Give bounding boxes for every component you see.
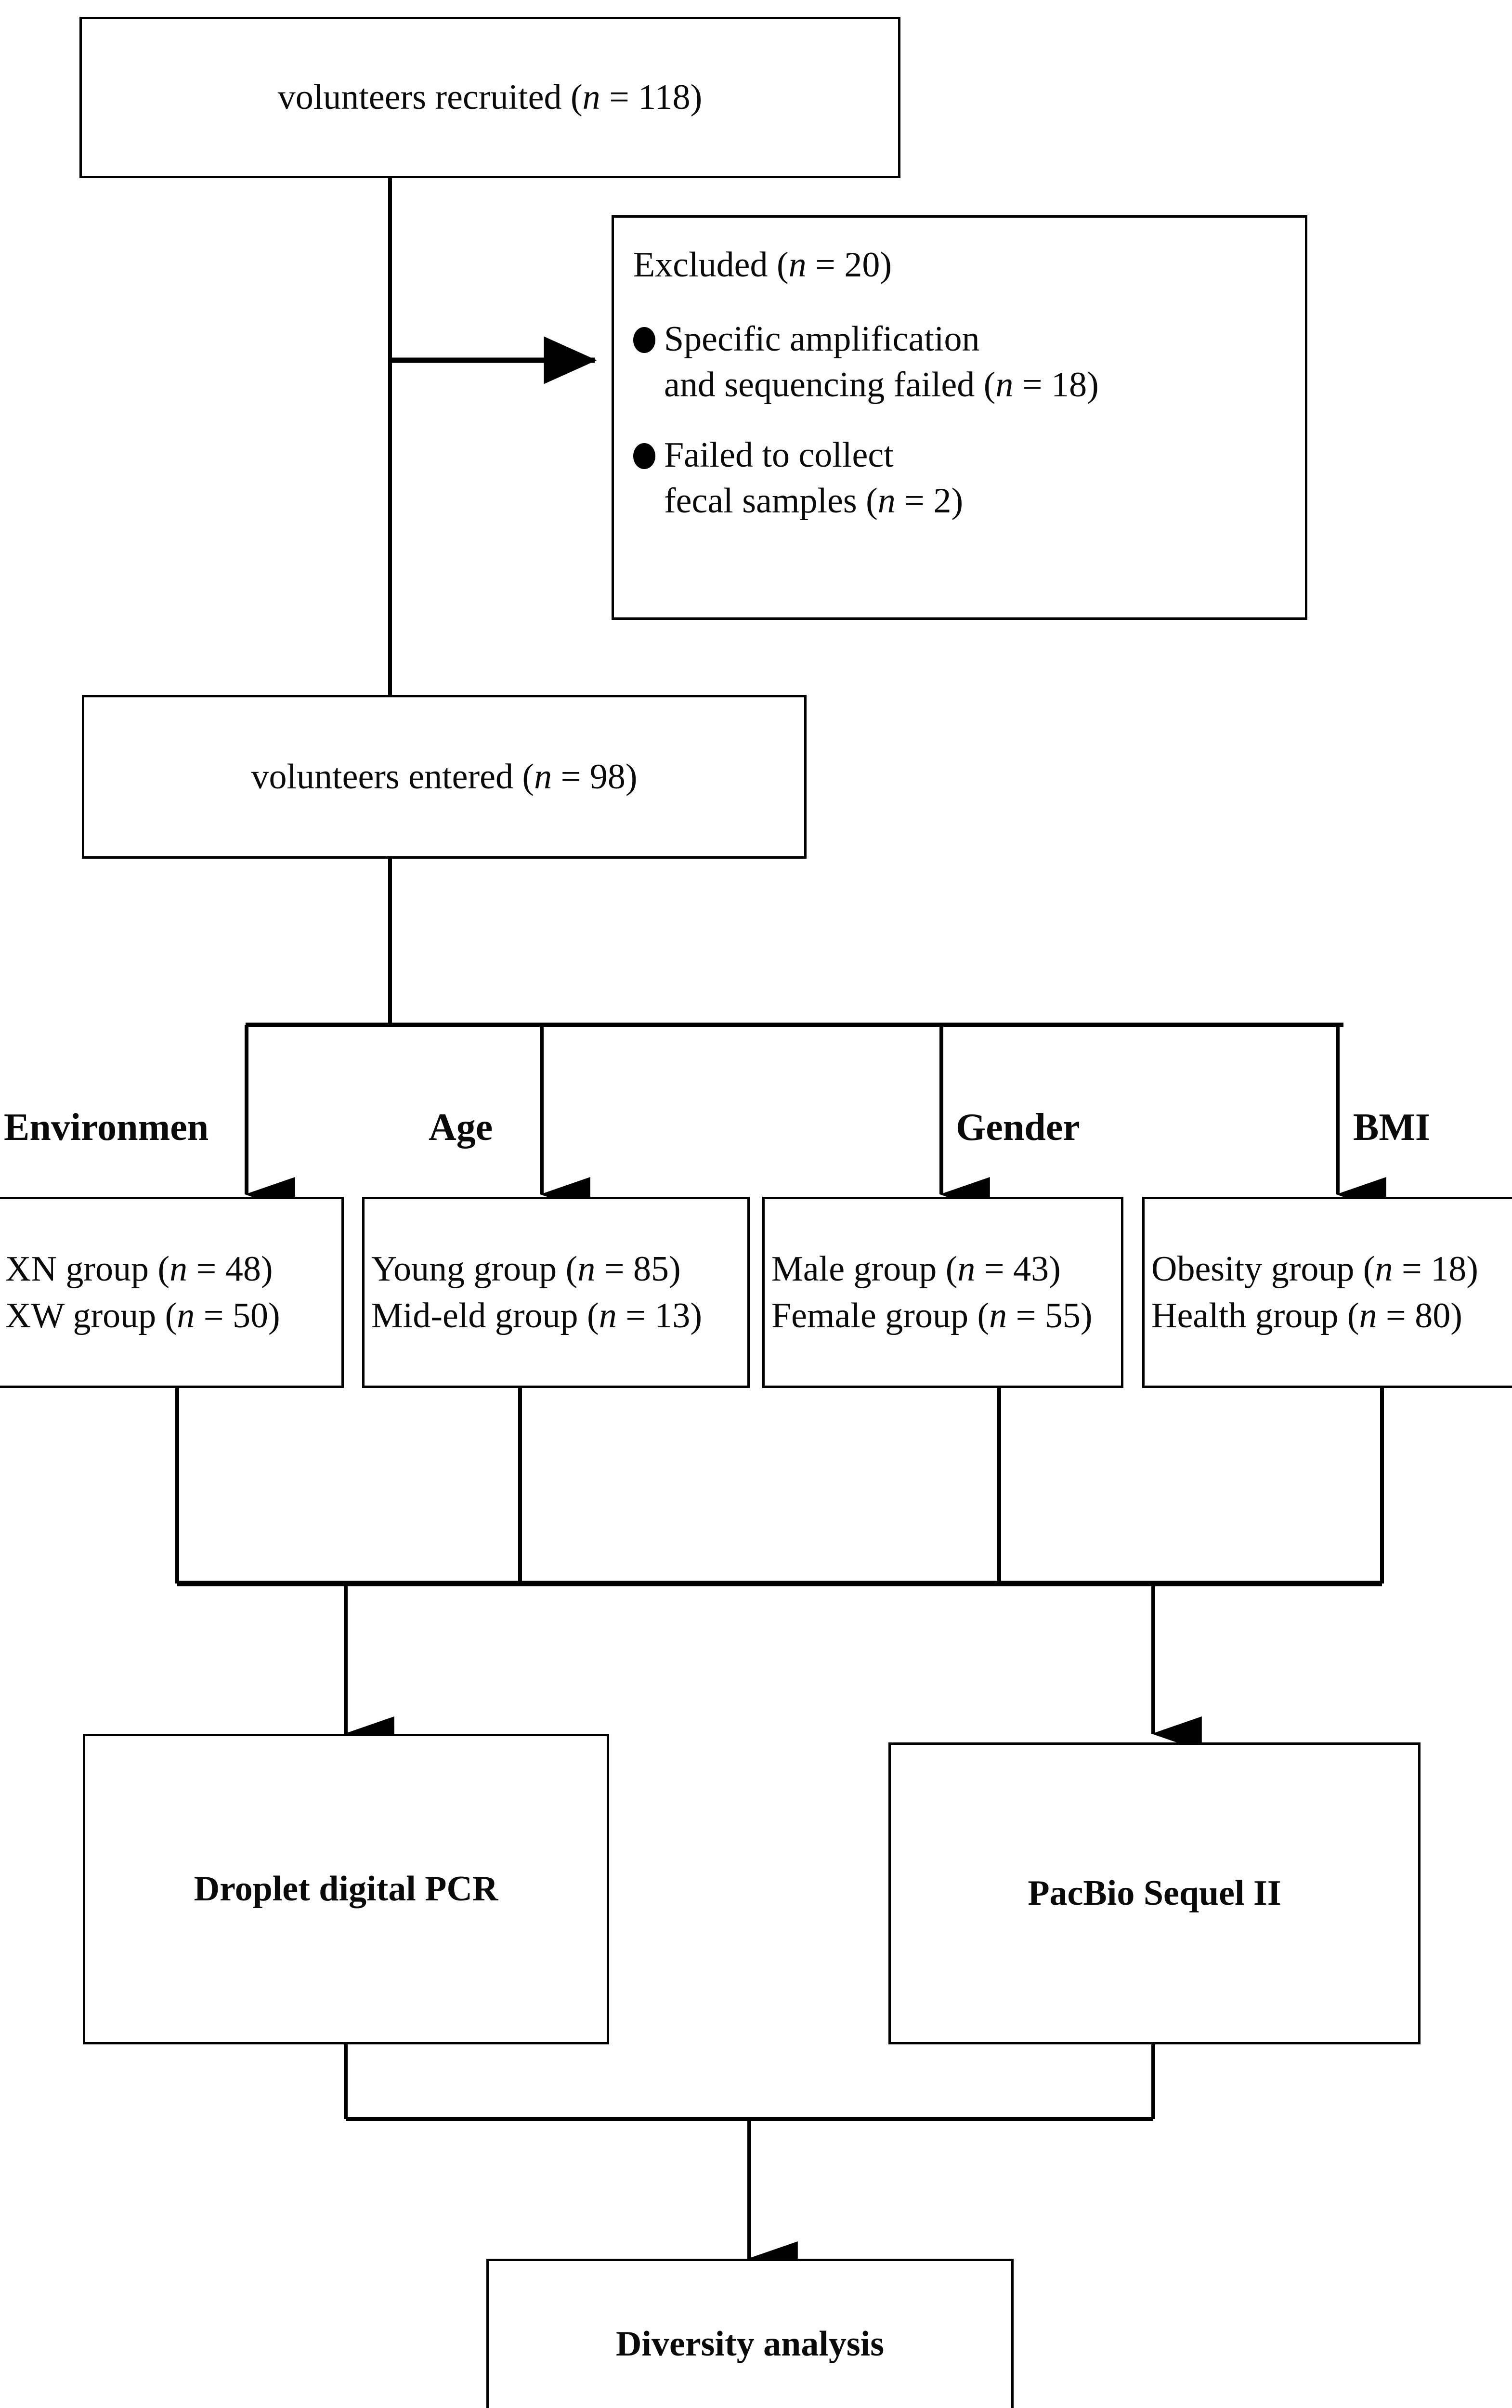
group-n-var: n [177,1296,195,1335]
bullet-1-n-value: = 18) [1013,365,1099,405]
entered-n-var: n [534,757,552,797]
group-n-var: n [577,1249,596,1289]
bullet-1-line-2-prefix: and sequencing failed ( [664,365,996,405]
group-name: Mid-eld group ( [371,1296,599,1335]
group-n-value: = 48) [187,1249,273,1289]
group-name: Obesity group ( [1151,1249,1375,1289]
group-n-value: = 13) [616,1296,703,1335]
group-row: Young group (n = 85) [371,1246,741,1292]
excluded-title-prefix: Excluded ( [633,245,789,285]
excluded-title-var: n [788,245,807,285]
excluded-title-suffix: = 20) [806,245,892,285]
node-excluded[interactable]: Excluded (n = 20) Specific amplification… [612,215,1307,620]
node-pacbio-sequel-ii[interactable]: PacBio Sequel II [888,1742,1421,2044]
group-row: Obesity group (n = 18) [1151,1246,1507,1292]
excluded-bullet-text: Specific amplification and sequencing fai… [664,316,1099,407]
node-droplet-digital-pcr[interactable]: Droplet digital PCR [83,1734,609,2044]
group-row: Health group (n = 80) [1151,1293,1507,1339]
node-diversity-analysis[interactable]: Diversity analysis [486,2259,1014,2408]
droplet-pcr-label: Droplet digital PCR [194,1869,498,1909]
bullet-2-line-2-prefix: fecal samples ( [664,481,878,521]
bullet-1-n-var: n [995,365,1014,405]
node-age-groups[interactable]: Young group (n = 85) Mid-eld group (n = … [362,1197,750,1388]
group-n-value: = 85) [595,1249,681,1289]
recruited-n-var: n [582,78,600,118]
group-name: Health group ( [1151,1296,1359,1335]
entered-text: volunteers entered ( [251,757,534,797]
bullet-1-line-1: Specific amplification [664,319,980,359]
group-n-value: = 50) [195,1296,280,1335]
node-volunteers-recruited[interactable]: volunteers recruited (n = 118) [79,17,900,178]
group-n-var: n [1375,1249,1393,1289]
bullet-2-n-var: n [877,481,896,521]
group-n-value: = 55) [1007,1296,1093,1335]
group-name: Young group ( [371,1249,578,1289]
bullet-2-line-1: Failed to collect [664,435,894,475]
category-label-gender: Gender [956,1106,1080,1149]
entered-n-value: = 98) [552,757,638,797]
recruited-n-value: = 118) [600,78,703,118]
pacbio-label: PacBio Sequel II [1028,1873,1281,1913]
recruited-text: volunteers recruited ( [277,78,583,118]
group-name: XW group ( [5,1296,177,1335]
group-n-value: = 80) [1377,1296,1462,1335]
bullet-dot-icon [633,443,655,470]
group-row: Mid-eld group (n = 13) [371,1293,741,1339]
group-name: Female group ( [771,1296,990,1335]
group-n-var: n [169,1249,188,1289]
bullet-2-n-value: = 2) [895,481,964,521]
group-n-var: n [1359,1296,1377,1335]
bullet-dot-icon [633,327,655,353]
node-bmi-groups[interactable]: Obesity group (n = 18) Health group (n =… [1142,1197,1512,1388]
group-n-var: n [599,1296,617,1335]
volunteers-entered-label: volunteers entered (n = 98) [101,754,788,800]
group-row: XW group (n = 50) [5,1293,335,1339]
group-name: Male group ( [771,1249,958,1289]
group-n-var: n [957,1249,976,1289]
category-label-environment: Environmen [4,1106,209,1149]
excluded-bullet-item: Specific amplification and sequencing fai… [633,316,1286,407]
group-n-value: = 43) [975,1249,1061,1289]
excluded-title: Excluded (n = 20) [633,245,1286,286]
node-volunteers-entered[interactable]: volunteers entered (n = 98) [82,695,807,859]
category-label-age: Age [429,1106,493,1149]
volunteers-recruited-label: volunteers recruited (n = 118) [98,74,882,120]
group-n-value: = 18) [1393,1249,1478,1289]
group-name: XN group ( [5,1249,170,1289]
node-environment-groups[interactable]: XN group (n = 48) XW group (n = 50) [0,1197,344,1388]
excluded-bullet-item: Failed to collect fecal samples (n = 2) [633,432,1286,523]
diversity-analysis-label: Diversity analysis [615,2324,885,2364]
group-row: Male group (n = 43) [771,1246,1114,1292]
group-row: Female group (n = 55) [771,1293,1114,1339]
group-n-var: n [989,1296,1007,1335]
group-row: XN group (n = 48) [5,1246,335,1292]
excluded-bullet-text: Failed to collect fecal samples (n = 2) [664,432,963,523]
category-label-bmi: BMI [1353,1106,1430,1149]
node-gender-groups[interactable]: Male group (n = 43) Female group (n = 55… [762,1197,1123,1388]
